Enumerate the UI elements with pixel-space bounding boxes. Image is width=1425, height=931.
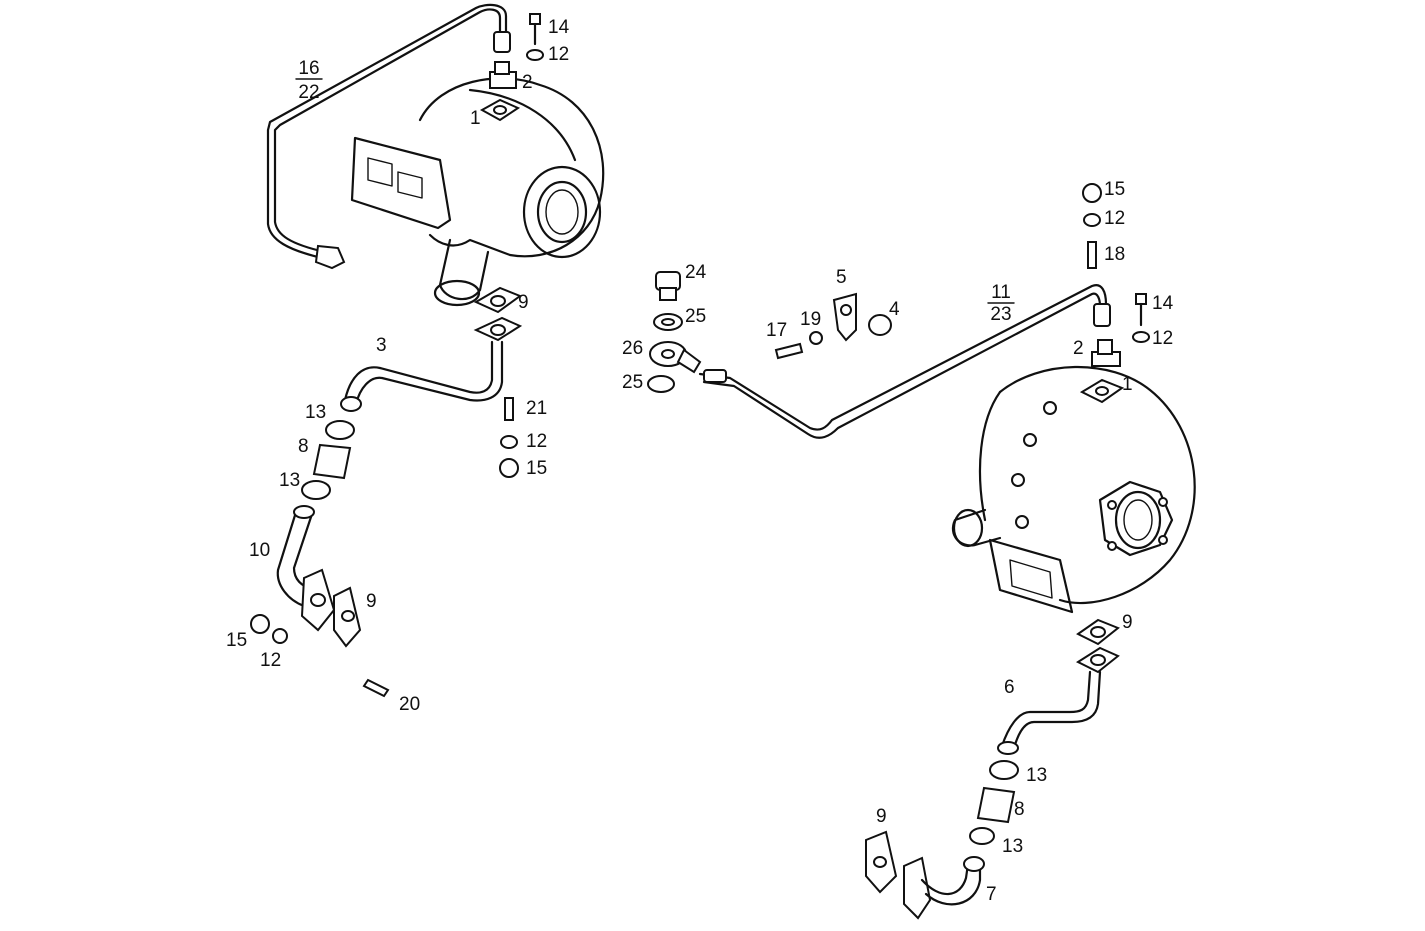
callout-1-right: 1 <box>1122 374 1133 395</box>
callout-14-left: 14 <box>548 17 570 38</box>
right-drain-assembly <box>865 618 1120 920</box>
callout-3-left: 3 <box>376 335 387 356</box>
callout-13-right-a: 13 <box>1026 765 1047 786</box>
callout-8-left: 8 <box>298 436 309 457</box>
left-oil-feed-pipe <box>266 3 511 270</box>
callout-14-right: 14 <box>1152 293 1174 314</box>
callout-20-left: 20 <box>399 694 420 715</box>
left-top-fittings <box>479 13 544 122</box>
callout-9-left-top: 9 <box>518 292 529 313</box>
callout-10-left: 10 <box>249 540 270 561</box>
callout-1-left: 1 <box>470 108 481 129</box>
callout-19: 19 <box>800 309 821 330</box>
left-drain-assembly <box>250 286 523 698</box>
callout-2-right: 2 <box>1073 338 1084 359</box>
callout-9-right-top: 9 <box>1122 612 1133 633</box>
callout-15-left-mid: 15 <box>526 458 547 479</box>
callout-13-left-b: 13 <box>279 470 300 491</box>
callout-12-left-mid: 12 <box>526 431 547 452</box>
right-top-fittings <box>1079 183 1150 404</box>
callout-25-bottom: 25 <box>622 372 643 393</box>
callout-22-denominator: 22 <box>298 82 319 103</box>
callout-25-top: 25 <box>685 306 706 327</box>
callout-24: 24 <box>685 262 707 283</box>
callout-4: 4 <box>889 299 900 320</box>
callout-12-left-top: 12 <box>548 44 569 65</box>
callout-16-numerator: 16 <box>298 58 319 79</box>
callout-9-right-bottom: 9 <box>876 806 887 827</box>
right-oil-feed-pipe <box>698 284 1111 439</box>
callout-12-right-top: 12 <box>1104 208 1125 229</box>
center-fittings <box>647 271 892 393</box>
callout-23-denominator: 23 <box>990 304 1011 325</box>
right-turbocharger <box>951 365 1196 614</box>
callout-13-left-a: 13 <box>305 402 326 423</box>
callout-17: 17 <box>766 320 787 341</box>
callout-5: 5 <box>836 267 847 288</box>
callout-13-right-b: 13 <box>1002 836 1023 857</box>
callout-15-right: 15 <box>1104 179 1125 200</box>
callout-7-right: 7 <box>986 884 997 905</box>
callout-21-left: 21 <box>526 398 547 419</box>
callout-8-right: 8 <box>1014 799 1025 820</box>
callout-9-left-bottom: 9 <box>366 591 377 612</box>
callout-26: 26 <box>622 338 643 359</box>
callout-15-left-bottom: 15 <box>226 630 247 651</box>
callout-18-right: 18 <box>1104 244 1125 265</box>
callout-12-left-bottom: 12 <box>260 650 281 671</box>
callout-6-right: 6 <box>1004 677 1015 698</box>
callout-11-numerator: 11 <box>991 282 1011 303</box>
callout-12-right-mid: 12 <box>1152 328 1173 349</box>
callout-2-left: 2 <box>522 72 533 93</box>
